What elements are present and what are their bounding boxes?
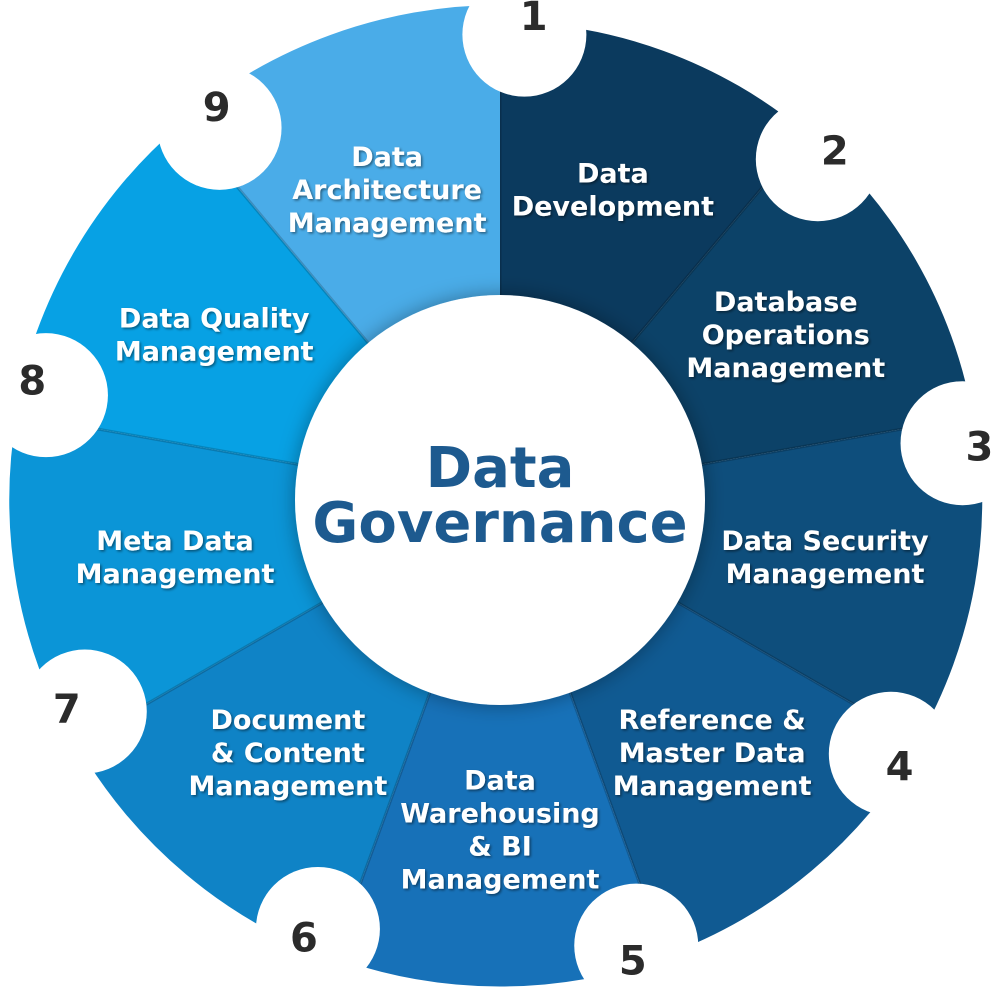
segment-label-line: Operations [702,320,870,351]
segment-label-line: Warehousing [400,799,600,830]
segment-label-line: Management [115,337,314,368]
segment-number-8: 8 [18,358,46,404]
segment-label-line: Data Quality [119,304,310,335]
segment-label-line: Master Data [619,738,806,769]
segment-3 [673,416,983,742]
center-title-line2: Governance [312,491,687,556]
center-layer: Data Governance [295,295,705,705]
segment-label-line: Management [76,559,275,590]
segment-label-line: Data Security [721,526,929,557]
segment-label-line: Management [288,208,487,239]
segment-label-line: Architecture [292,175,482,206]
segment-6 [76,600,432,960]
segment-5 [333,687,667,987]
notch-3 [900,381,1000,506]
notch-5 [574,883,699,1000]
segment-number-6: 6 [290,915,318,961]
segment-label-line: Data [351,142,423,173]
segment-label-line: Document [210,705,365,736]
segment-label-line: Management [189,771,388,802]
segment-number-2: 2 [821,128,849,174]
notch-1 [462,0,587,97]
notch-8 [0,333,108,458]
segment-number-1: 1 [520,0,548,40]
segment-label-line: Management [686,353,885,384]
segment-label-line: Database [714,287,858,318]
notch-9 [157,65,282,190]
notch-6 [255,866,380,991]
segment-number-3: 3 [965,425,993,471]
segment-label-line: Management [726,559,925,590]
segment-label-line: Management [613,771,812,802]
segment-label-line: Management [401,865,600,896]
segment-number-4: 4 [886,745,914,791]
segment-label-line: Reference & [618,705,805,736]
center-title-line1: Data [426,436,575,501]
center-circle [295,295,705,705]
segment-label-line: & BI [468,832,532,863]
segment-number-9: 9 [203,85,231,131]
segment-label-line: Development [512,191,714,222]
segment-label-line: & Content [211,738,365,769]
notch-7 [22,649,147,774]
segment-number-7: 7 [53,686,81,732]
notch-4 [828,691,953,816]
segment-label-line: Meta Data [96,526,253,557]
segment-number-5: 5 [619,938,647,984]
segment-label-line: Data [464,766,536,797]
segment-2 [628,132,973,466]
segment-1 [500,22,808,347]
segment-label-line: Data [577,158,649,189]
notch-2 [755,97,880,222]
segment-4 [568,600,920,956]
